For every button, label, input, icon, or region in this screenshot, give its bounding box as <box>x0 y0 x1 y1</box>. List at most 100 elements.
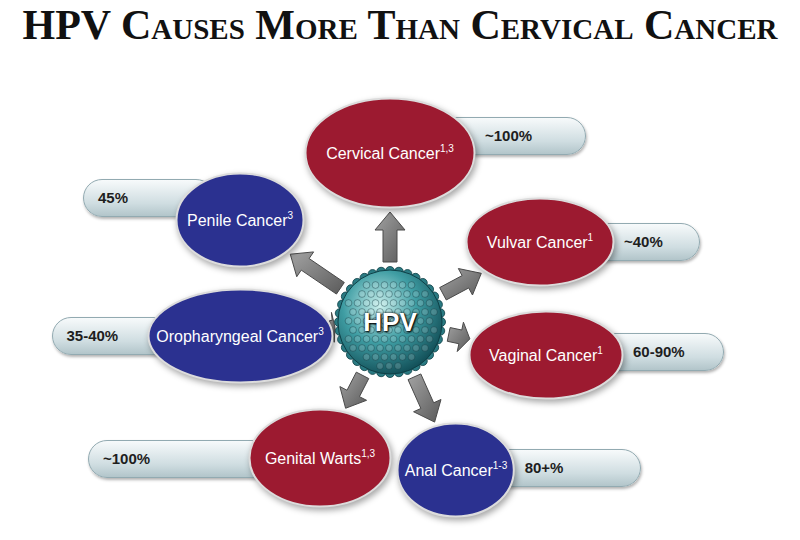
virus-capsomere <box>426 336 433 343</box>
virus-capsomere <box>368 291 375 298</box>
node-text-block: Oropharyngeal Cancer3 <box>156 327 323 346</box>
disease-ellipse: Genital Warts1,3 <box>248 408 392 508</box>
virus-capsomere <box>363 300 370 307</box>
virus-circle: HPV <box>333 265 447 379</box>
virus-capsomere <box>359 345 366 352</box>
virus-capsomere <box>386 363 393 370</box>
virus-capsomere <box>368 345 375 352</box>
block-arrow <box>375 212 405 262</box>
virus-capsomere <box>408 300 415 307</box>
virus-capsomere <box>417 318 424 325</box>
node-text-block: 45% <box>98 189 128 207</box>
virus-capsomere <box>417 336 424 343</box>
reference-superscript: 1-3 <box>493 460 507 471</box>
block-arrow <box>340 372 369 408</box>
virus-capsomere <box>413 291 420 298</box>
virus-capsomere <box>377 363 384 370</box>
reference-superscript: 1,3 <box>440 143 454 154</box>
disease-ellipse: Anal Cancer1-3 <box>396 422 515 518</box>
disease-ellipse: Penile Cancer3 <box>175 172 305 268</box>
virus-capsomere <box>354 300 361 307</box>
virus-capsomere <box>390 354 397 361</box>
virus-texture <box>345 282 437 370</box>
node-text-block: 35-40% <box>67 327 119 345</box>
virus-capsomere <box>413 345 420 352</box>
virus-spikes <box>335 267 446 378</box>
virus-capsomere <box>422 291 429 298</box>
virus-capsomere <box>422 309 429 316</box>
virus-capsomere <box>408 354 415 361</box>
disease-ellipse: Vulvar Cancer1 <box>465 197 615 287</box>
disease-ellipse: Cervical Cancer1,3 <box>304 97 476 209</box>
percent-value: 45% <box>98 189 128 206</box>
ellipse-fill <box>148 290 332 383</box>
percent-value: 35-40% <box>67 327 119 344</box>
disease-label: Vulvar Cancer <box>487 234 588 251</box>
virus-capsomere <box>431 309 438 316</box>
virus-capsomere <box>345 336 352 343</box>
node-text-block: Cervical Cancer1,3 <box>326 144 454 163</box>
virus-capsomere <box>404 345 411 352</box>
reference-superscript: 1 <box>597 345 603 356</box>
disease-label: Cervical Cancer <box>326 145 440 162</box>
virus-capsomere <box>426 318 433 325</box>
ellipse-fill <box>177 174 304 267</box>
virus-capsomere <box>381 300 388 307</box>
node-text-block: ~100% <box>103 450 150 468</box>
ellipse-fill <box>470 312 623 399</box>
node-text-block: 60-90% <box>633 343 685 361</box>
virus-capsomere <box>372 354 379 361</box>
ellipse-fill <box>306 99 475 208</box>
disease-label: Genital Warts <box>265 450 361 467</box>
block-arrow <box>290 252 344 294</box>
ellipse-fill <box>250 410 391 507</box>
node-text-block: ~100% <box>485 127 532 145</box>
reference-superscript: 3 <box>318 326 324 337</box>
virus-capsomere <box>372 300 379 307</box>
virus-capsomere <box>422 327 429 334</box>
percent-value: ~100% <box>485 127 532 144</box>
percent-value: 80+% <box>525 459 564 476</box>
percent-value: ~40% <box>624 233 663 250</box>
virus-capsomere <box>422 345 429 352</box>
virus-capsomere <box>426 300 433 307</box>
reference-superscript: 1 <box>588 232 594 243</box>
virus-capsomere <box>390 300 397 307</box>
virus-capsomere <box>399 282 406 289</box>
virus-capsomere <box>377 291 384 298</box>
node-text-block: Vulvar Cancer1 <box>487 233 593 252</box>
node-text-block: HPV <box>363 307 416 337</box>
percent-value: ~100% <box>103 450 150 467</box>
block-arrow <box>447 322 470 351</box>
virus-capsomere <box>372 282 379 289</box>
ellipse-fill <box>467 199 614 286</box>
virus-capsomere <box>363 354 370 361</box>
virus-capsomere <box>395 363 402 370</box>
node-text-block: Anal Cancer1-3 <box>405 461 508 480</box>
node-text-block: Penile Cancer3 <box>187 211 293 230</box>
virus-capsomere <box>399 300 406 307</box>
disease-label: Oropharyngeal Cancer <box>156 328 318 345</box>
node-text-block: Genital Warts1,3 <box>265 449 375 468</box>
disease-label: Anal Cancer <box>405 462 493 479</box>
reference-superscript: 1,3 <box>361 448 375 459</box>
virus-capsomere <box>345 300 352 307</box>
disease-label: Penile Cancer <box>187 212 288 229</box>
virus-capsomere <box>417 300 424 307</box>
virus-capsomere <box>395 291 402 298</box>
virus-capsomere <box>404 291 411 298</box>
node-text-block: 80+% <box>525 459 564 477</box>
virus-capsomere <box>399 354 406 361</box>
virus-body <box>338 270 442 374</box>
ellipse-fill <box>398 424 514 517</box>
disease-ellipse: Vaginal Cancer1 <box>468 310 624 400</box>
virus-capsomere <box>359 291 366 298</box>
node-text-block: Vaginal Cancer1 <box>489 346 603 365</box>
disease-label: Vaginal Cancer <box>489 347 597 364</box>
virus-capsomere <box>350 327 357 334</box>
virus-capsomere <box>345 318 352 325</box>
virus-capsomere <box>386 291 393 298</box>
block-arrow <box>440 269 482 300</box>
virus-capsomere <box>395 345 402 352</box>
virus-capsomere <box>377 345 384 352</box>
